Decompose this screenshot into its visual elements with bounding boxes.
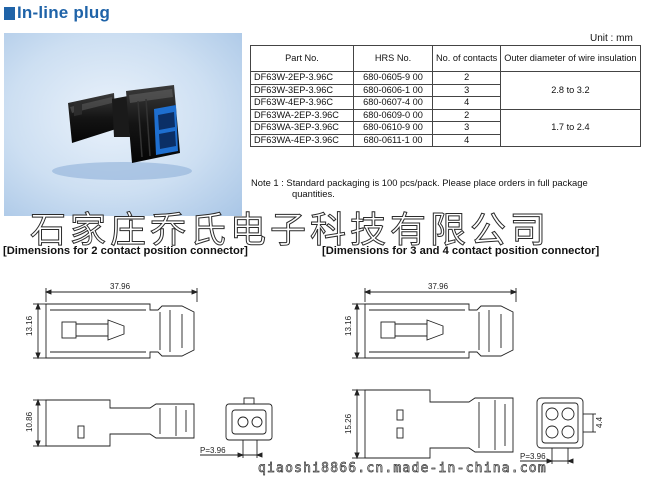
packaging-note: Note 1 : Standard packaging is 100 pcs/p… — [251, 177, 641, 199]
left-side-view — [33, 398, 195, 448]
part-no-cell: DF63W-3EP-3.96C — [250, 83, 354, 97]
title-text: In-line plug — [17, 3, 111, 22]
hrs-no-cell: 680-0609-0 00 — [353, 108, 433, 122]
contacts-cell: 3 — [431, 121, 502, 135]
diameter-cell: 1.7 to 2.4 — [500, 108, 641, 147]
spec-table: Part No. HRS No. No. of contacts Outer d… — [250, 45, 641, 147]
dimension-drawings: 37.96 13.16 10.86 P=3.96 37.96 13.16 15.… — [25, 282, 604, 464]
product-photo — [4, 33, 242, 216]
table-row: DF63W-2EP-3.96C 680-0605-9 00 2 2.8 to 3… — [250, 71, 641, 110]
left-top-view — [33, 288, 199, 360]
table-row: DF63W-4EP-3.96C 680-0607-4 00 4 — [250, 96, 641, 110]
hrs-no-cell: 680-0610-9 00 — [353, 121, 433, 135]
dim-right-pitch: P=3.96 — [520, 452, 546, 461]
table-header-row: Part No. HRS No. No. of contacts Outer d… — [250, 45, 641, 72]
note-line-2: quantities. — [292, 188, 335, 199]
right-end-view — [520, 397, 596, 464]
col-outer-diameter: Outer diameter of wire insulation — [500, 45, 641, 72]
company-watermark: 石家庄乔氏电子科技有限公司 — [29, 210, 551, 252]
part-no-cell: DF63WA-3EP-3.96C — [250, 121, 354, 135]
dim-right-length: 37.96 — [428, 282, 449, 291]
col-part-no: Part No. — [250, 45, 354, 72]
part-no-cell: DF63W-2EP-3.96C — [250, 71, 354, 85]
table-row: DF63W-3EP-3.96C 680-0606-1 00 3 — [250, 83, 641, 97]
dim-left-height: 13.16 — [25, 315, 34, 336]
dim-left-pitch: P=3.96 — [200, 446, 226, 455]
dim-right-height: 13.16 — [344, 315, 353, 336]
right-top-view — [352, 288, 518, 360]
contacts-cell: 3 — [431, 83, 502, 97]
hrs-no-cell: 680-0611-1 00 — [353, 133, 433, 147]
contacts-cell: 4 — [431, 133, 502, 147]
part-no-cell: DF63WA-2EP-3.96C — [250, 108, 354, 122]
part-no-cell: DF63W-4EP-3.96C — [250, 96, 354, 110]
url-watermark: qiaoshi8866.cn.made-in-china.com — [258, 461, 547, 477]
dim-left-side-height: 10.86 — [25, 411, 34, 432]
dimension-labels: 37.96 13.16 10.86 P=3.96 37.96 13.16 15.… — [25, 282, 604, 461]
col-contacts: No. of contacts — [431, 45, 502, 72]
section-title: In-line plug — [4, 2, 110, 24]
col-hrs-no: HRS No. — [353, 45, 433, 72]
contacts-cell: 2 — [431, 108, 502, 122]
hrs-no-cell: 680-0607-4 00 — [353, 96, 433, 110]
dim-left-length: 37.96 — [110, 282, 131, 291]
title-square-icon — [4, 6, 15, 20]
hrs-no-cell: 680-0605-9 00 — [353, 71, 433, 85]
contacts-cell: 2 — [431, 71, 502, 85]
right-side-view — [352, 388, 514, 460]
part-no-cell: DF63WA-4EP-3.96C — [250, 133, 354, 147]
unit-label: Unit : mm — [590, 33, 633, 44]
table-row: DF63WA-4EP-3.96C 680-0611-1 00 4 — [250, 133, 641, 147]
diameter-cell: 2.8 to 3.2 — [500, 71, 641, 110]
dim-right-pitch-vertical: 4.4 — [595, 416, 604, 428]
hrs-no-cell: 680-0606-1 00 — [353, 83, 433, 97]
dim-right-side-height: 15.26 — [344, 413, 353, 434]
connector-photo-image — [52, 85, 192, 180]
left-end-view — [200, 397, 273, 458]
note-line-1: Note 1 : Standard packaging is 100 pcs/p… — [251, 177, 588, 188]
contacts-cell: 4 — [431, 96, 502, 110]
heading-3-4-contact: [Dimensions for 3 and 4 contact position… — [322, 245, 600, 257]
heading-2-contact: [Dimensions for 2 contact position conne… — [3, 245, 248, 257]
table-row: DF63WA-2EP-3.96C 680-0609-0 00 2 1.7 to … — [250, 108, 641, 147]
